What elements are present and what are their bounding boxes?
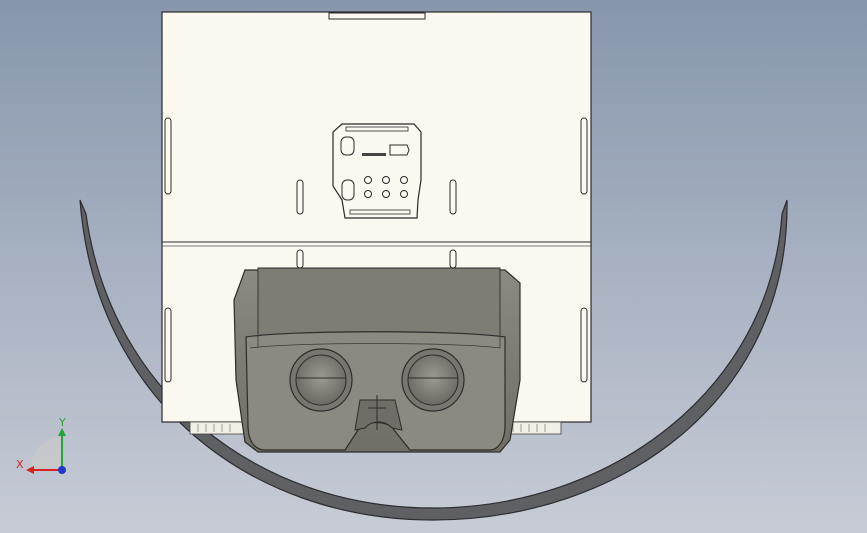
y-axis-label: Y [58,416,66,429]
head-strap-ring[interactable] [79,199,788,521]
axis-triad[interactable]: Y X [16,416,66,474]
vr-headset-shell[interactable] [233,267,521,453]
x-axis-label: X [16,458,24,471]
left-lens[interactable] [289,348,353,412]
right-lens[interactable] [401,348,465,412]
circuit-board-bracket[interactable] [332,123,422,219]
bottom-tabs [189,421,562,435]
